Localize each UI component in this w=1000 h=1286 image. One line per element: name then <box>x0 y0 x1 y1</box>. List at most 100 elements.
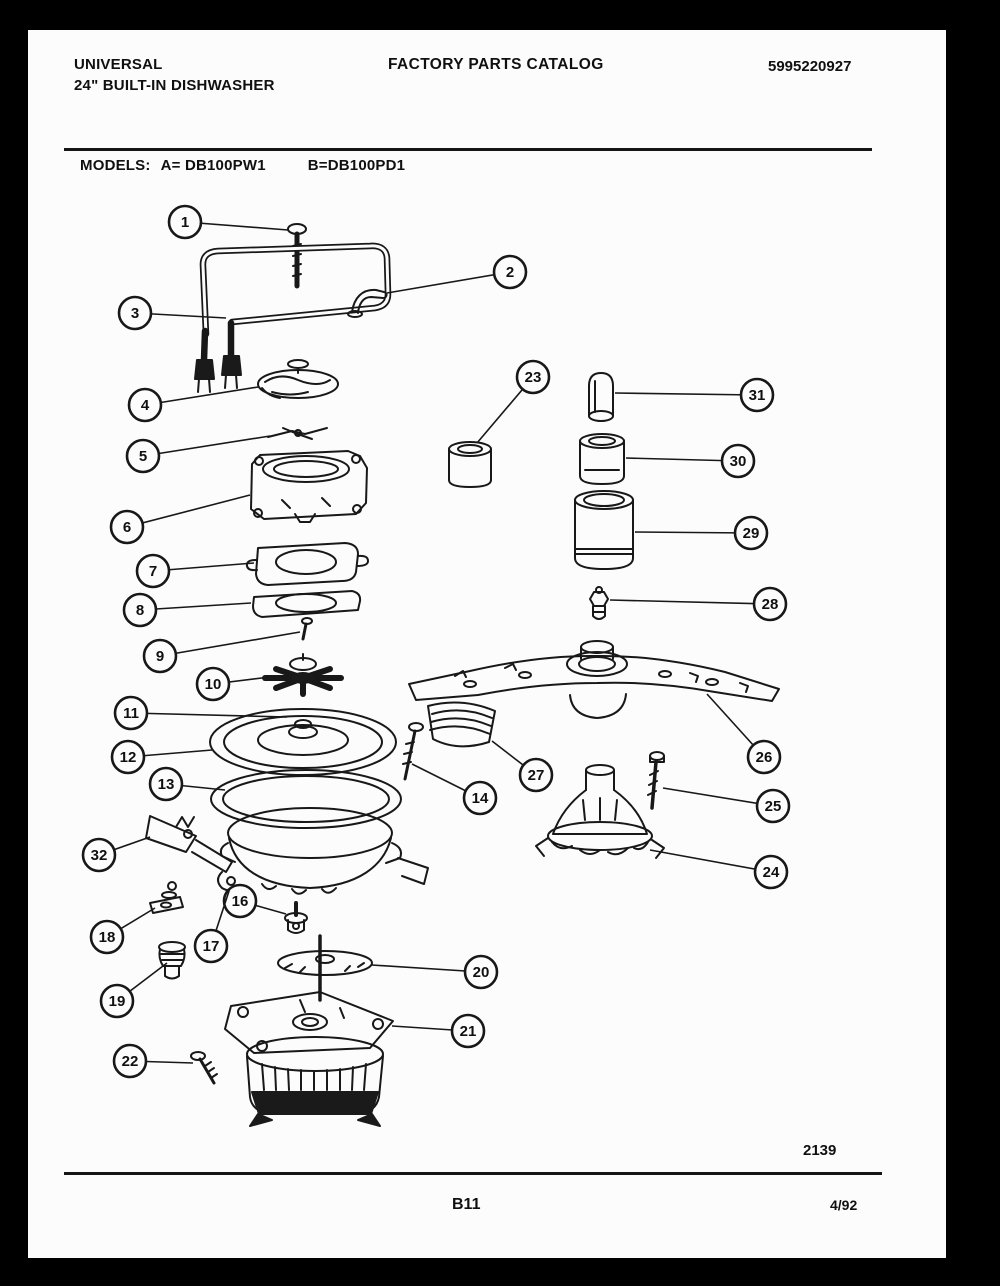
callout-leader-line <box>662 787 774 807</box>
pump-cover-plate-part <box>245 542 369 586</box>
callout-3: 3 <box>117 295 227 331</box>
callout-circle <box>135 553 171 589</box>
callout-number: 6 <box>123 519 131 536</box>
date-code: 4/92 <box>830 1197 858 1213</box>
callout-number: 22 <box>122 1053 139 1070</box>
callout-circle <box>518 757 554 793</box>
spray-arm-part <box>408 640 780 719</box>
callout-circle <box>463 954 499 990</box>
model-b: B=DB100PD1 <box>307 157 406 174</box>
callout-11: 11 <box>113 695 288 731</box>
callout-5: 5 <box>125 435 271 474</box>
callout-leader-line <box>130 712 288 718</box>
callout-circle <box>89 919 125 955</box>
model-a: A= DB100PW1 <box>160 157 266 174</box>
pulley-screw-part <box>402 722 424 781</box>
callout-leader-line <box>386 271 511 294</box>
motor-mount-plate-part <box>224 991 394 1054</box>
callout-leader-line <box>625 457 739 462</box>
callout-circle <box>222 883 258 919</box>
callout-25: 25 <box>662 787 791 824</box>
callout-number: 8 <box>136 602 144 619</box>
callout-28: 28 <box>609 586 788 622</box>
callout-circle <box>492 254 528 290</box>
callout-number: 2 <box>506 264 514 281</box>
callout-29: 29 <box>634 515 769 551</box>
callout-6: 6 <box>109 494 251 545</box>
callout-31: 31 <box>614 377 775 413</box>
callout-number: 16 <box>232 893 249 910</box>
callout-number: 26 <box>756 749 773 766</box>
callout-circle <box>127 387 163 423</box>
cap-screw-part <box>589 586 609 620</box>
callout-circle <box>142 638 178 674</box>
callout-7: 7 <box>135 553 255 589</box>
callout-circle <box>746 739 782 775</box>
page-number: B11 <box>452 1196 481 1213</box>
brand-line1: UNIVERSAL <box>74 56 163 73</box>
callout-number: 20 <box>473 964 490 981</box>
callout-circle <box>515 359 551 395</box>
callout-circle <box>112 1043 148 1079</box>
lower-impeller-part <box>262 653 344 697</box>
callout-4: 4 <box>127 386 259 423</box>
callout-number: 1 <box>181 214 189 231</box>
pump-housing-part <box>250 450 368 523</box>
sleeve-part <box>448 441 492 488</box>
models-label: MODELS: <box>80 157 151 174</box>
mounting-bracket-part <box>145 815 233 873</box>
callout-leader-line <box>126 494 251 528</box>
callout-circle <box>195 666 231 702</box>
callout-17: 17 <box>193 887 231 964</box>
pump-motor-housing-part <box>219 807 429 895</box>
callout-leader-line <box>371 964 482 973</box>
callouts-layer: 1234567891011121314161718192021222324252… <box>81 204 791 1079</box>
callout-number: 31 <box>749 387 766 404</box>
callout-21: 21 <box>391 1013 486 1049</box>
valve-seat-part <box>579 433 625 485</box>
callout-leader-line <box>139 602 252 611</box>
callout-32: 32 <box>81 836 151 873</box>
callout-number: 9 <box>156 648 164 665</box>
callout-8: 8 <box>122 592 252 628</box>
callout-10: 10 <box>195 666 271 702</box>
callout-leader-line <box>634 531 752 534</box>
support-cone-part <box>535 764 665 859</box>
callout-circle <box>752 586 788 622</box>
callout-number: 19 <box>109 993 126 1010</box>
seal-ring-part <box>210 769 402 829</box>
tube-clip-part <box>347 288 388 318</box>
callout-number: 25 <box>765 798 782 815</box>
callout-circle <box>720 443 756 479</box>
figure-number: 2139 <box>803 1142 837 1159</box>
callout-number: 7 <box>149 563 157 580</box>
upper-impeller-part <box>257 359 339 399</box>
callout-number: 17 <box>203 938 220 955</box>
callout-number: 13 <box>158 776 175 793</box>
water-tube-assembly <box>194 242 392 393</box>
impeller-screw-part <box>301 617 313 641</box>
callout-number: 10 <box>205 676 222 693</box>
mounting-bolt-part <box>647 751 665 810</box>
callout-circle <box>113 695 149 731</box>
callout-number: 3 <box>131 305 139 322</box>
pump-pulley-part <box>209 708 397 776</box>
callout-circle <box>755 788 791 824</box>
callout-number: 11 <box>123 705 139 722</box>
callout-circle <box>125 438 161 474</box>
header-rule <box>64 148 872 151</box>
callout-2: 2 <box>386 254 528 294</box>
callout-leader-line <box>159 631 301 657</box>
callout-9: 9 <box>142 631 301 674</box>
footer-rule <box>64 1172 882 1175</box>
callout-circle <box>117 295 153 331</box>
grommet-part <box>158 941 186 980</box>
brand-line2: 24" BUILT-IN DISHWASHER <box>74 77 275 94</box>
callout-18: 18 <box>89 907 156 955</box>
callout-circle <box>753 854 789 890</box>
callout-number: 4 <box>141 397 150 414</box>
callout-number: 28 <box>762 596 779 613</box>
deflector-part <box>427 701 496 748</box>
